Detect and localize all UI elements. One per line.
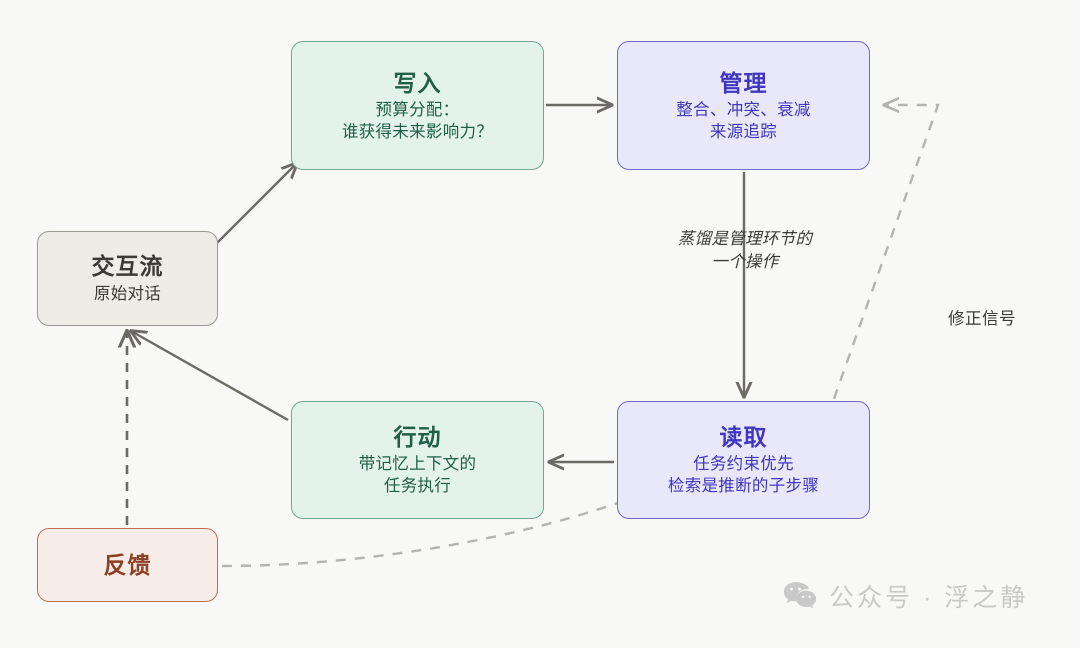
node-read-subline-1: 任务约束优先 xyxy=(693,455,794,474)
edge-act-to-stream xyxy=(131,331,289,422)
watermark-text: 公众号 · 浮之静 xyxy=(829,584,1029,612)
node-act-title: 行动 xyxy=(393,424,442,451)
node-write[interactable]: 写入 预算分配： 谁获得未来影响力？ xyxy=(291,41,544,170)
node-read-subtitle: 任务约束优先 检索是推断的子步骤 xyxy=(668,454,819,498)
node-manage-subline-2: 来源追踪 xyxy=(709,122,778,141)
wechat-icon xyxy=(783,581,817,611)
node-stream-subtitle: 原始对话 xyxy=(94,284,161,306)
node-read-subline-2: 检索是推断的子步骤 xyxy=(667,477,820,496)
watermark: 公众号 · 浮之静 xyxy=(783,578,1028,614)
node-act-subtitle: 带记忆上下文的 任务执行 xyxy=(359,454,477,498)
node-write-subline-2: 谁获得未来影响力？ xyxy=(341,122,494,141)
node-stream-title: 交互流 xyxy=(91,253,164,280)
node-read-title: 读取 xyxy=(719,424,768,451)
node-write-subtitle: 预算分配： 谁获得未来影响力？ xyxy=(342,100,493,144)
edge-label-distillation-line-1: 蒸馏是管理环节的 xyxy=(677,230,813,248)
edge-label-correction-signal: 修正信号 xyxy=(948,310,1016,328)
node-manage-subline-1: 整合、冲突、衰减 xyxy=(676,100,811,119)
edge-label-distillation: 蒸馏是管理环节的 一个操作 xyxy=(645,228,845,274)
edge-stream-to-write xyxy=(212,163,297,248)
node-act-subline-2: 任务执行 xyxy=(383,477,452,496)
node-read[interactable]: 读取 任务约束优先 检索是推断的子步骤 xyxy=(617,401,870,519)
node-stream-subline-1: 原始对话 xyxy=(93,284,162,303)
node-action[interactable]: 行动 带记忆上下文的 任务执行 xyxy=(291,401,544,519)
node-act-subline-1: 带记忆上下文的 xyxy=(358,455,477,474)
node-interaction-stream[interactable]: 交互流 原始对话 xyxy=(37,231,218,326)
node-write-subline-1: 预算分配： xyxy=(375,100,460,119)
node-write-title: 写入 xyxy=(393,69,442,96)
node-feedback[interactable]: 反馈 xyxy=(37,528,218,602)
node-feedback-title: 反馈 xyxy=(103,551,152,578)
node-manage[interactable]: 管理 整合、冲突、衰减 来源追踪 xyxy=(617,41,870,170)
node-manage-subtitle: 整合、冲突、衰减 来源追踪 xyxy=(676,100,810,144)
edge-label-distillation-line-2: 一个操作 xyxy=(711,252,779,271)
node-manage-title: 管理 xyxy=(719,69,768,96)
